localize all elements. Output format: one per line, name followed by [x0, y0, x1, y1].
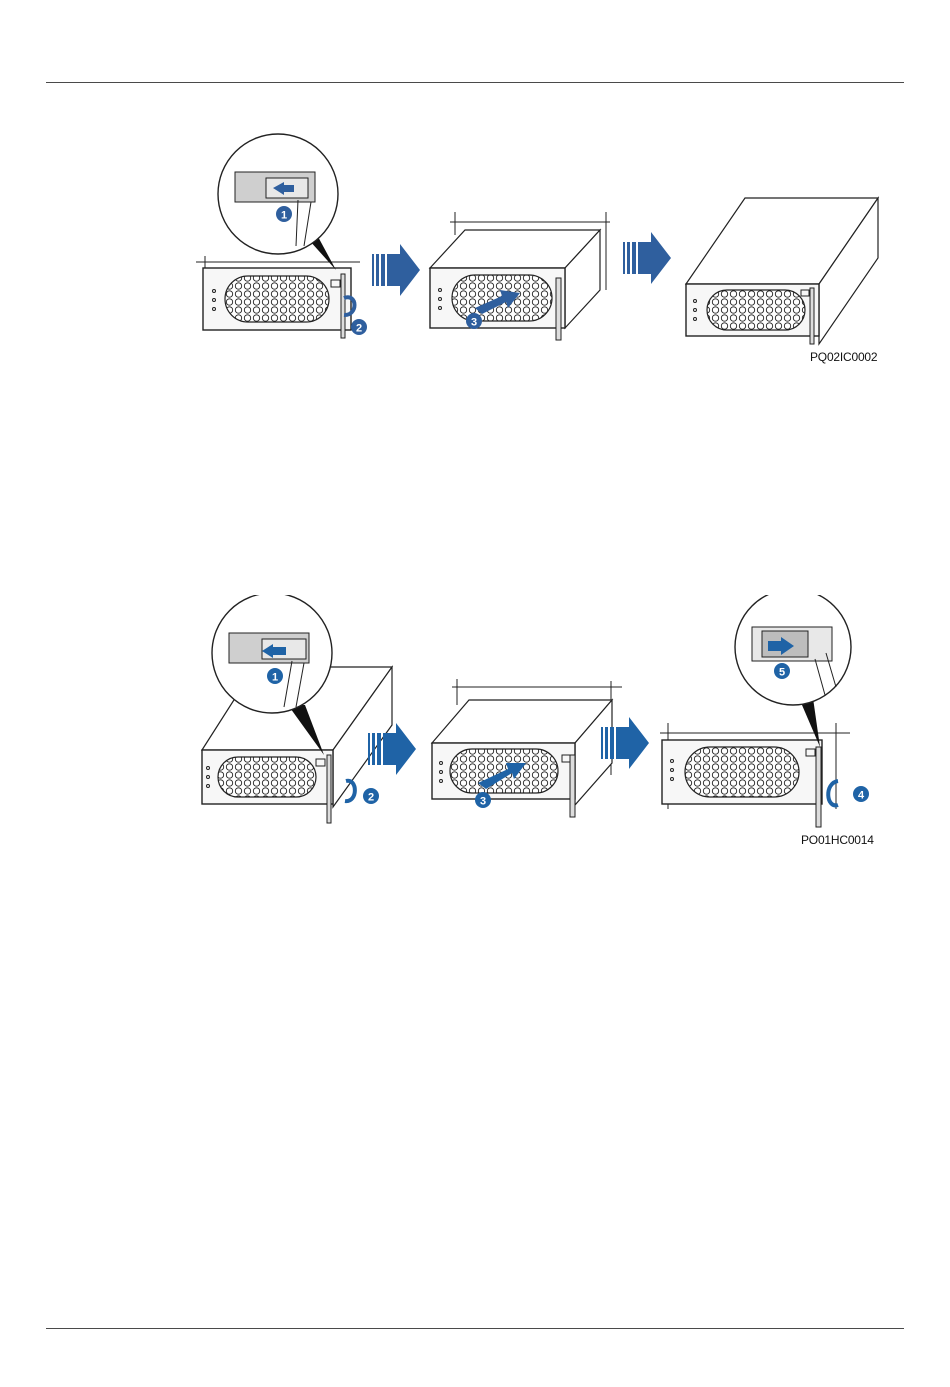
module-middle [430, 212, 610, 340]
figure-install-module-2: 1 2 3 4 5 PO01HC0014 [0, 595, 950, 850]
svg-text:5: 5 [779, 667, 785, 679]
svg-text:1: 1 [272, 672, 278, 684]
step-marker-3: 3 [475, 792, 491, 808]
footer-rule [46, 1328, 904, 1329]
svg-text:2: 2 [356, 323, 362, 335]
figure-code: PQ02IC0002 [810, 350, 877, 364]
svg-text:1: 1 [281, 210, 287, 222]
step-marker-3: 3 [466, 313, 482, 329]
figure-1-drawing: 1 2 3 [0, 130, 950, 370]
svg-text:3: 3 [471, 317, 477, 329]
module-right [686, 198, 878, 344]
module-right [660, 723, 850, 827]
module-left [196, 256, 360, 338]
svg-text:2: 2 [368, 792, 374, 804]
step-marker-5: 5 [774, 663, 790, 679]
svg-text:4: 4 [858, 790, 865, 802]
callout-latch-detail-1 [218, 134, 338, 270]
step-marker-1: 1 [276, 206, 292, 222]
flow-arrow-1 [372, 244, 420, 296]
step-marker-2: 2 [363, 788, 379, 804]
figure-install-module-1: 1 2 3 PQ02IC0002 [0, 130, 950, 370]
step-marker-1: 1 [267, 668, 283, 684]
flow-arrow-2 [623, 232, 671, 284]
callout-latch-detail-5 [735, 595, 851, 747]
svg-text:3: 3 [480, 796, 486, 808]
header-rule [46, 82, 904, 83]
step-marker-4: 4 [853, 786, 869, 802]
step-marker-2: 2 [351, 319, 367, 335]
module-middle [432, 679, 622, 817]
figure-code: PO01HC0014 [801, 833, 874, 847]
figure-2-drawing: 1 2 3 4 5 [0, 595, 950, 850]
